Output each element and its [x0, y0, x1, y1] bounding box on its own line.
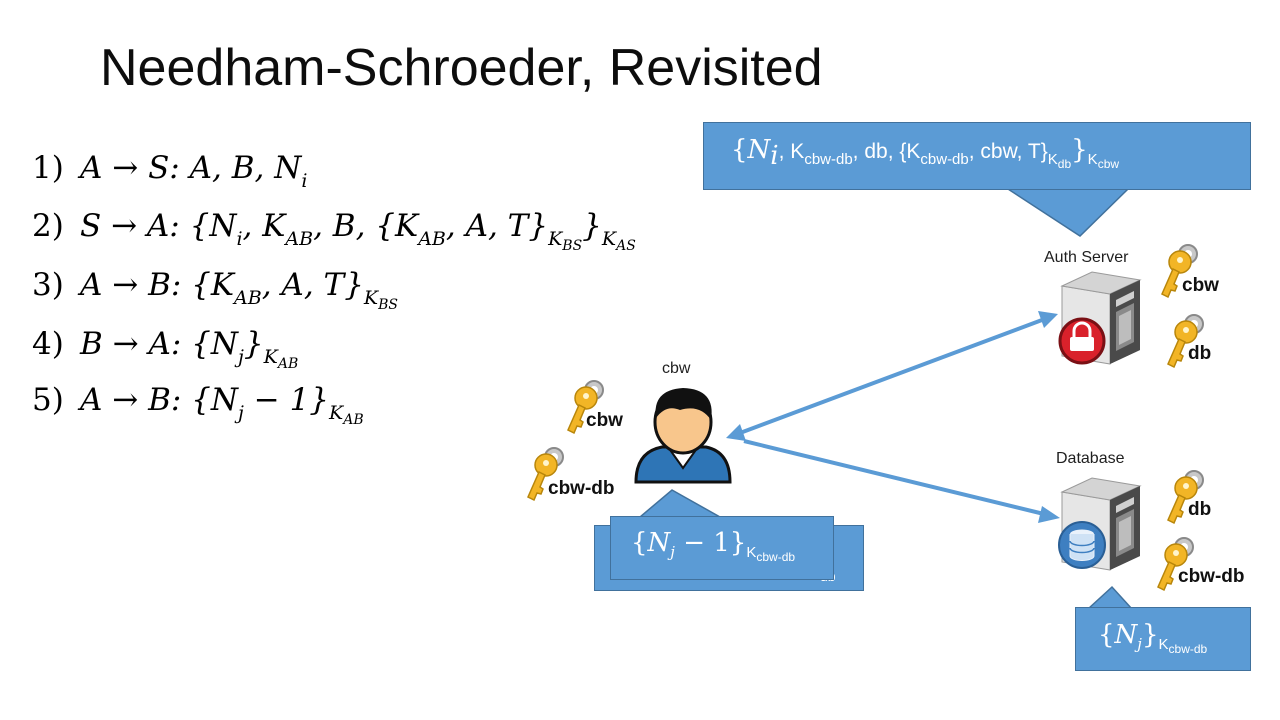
step-subscript: AB	[418, 228, 446, 250]
bubble-subscript: j	[1137, 635, 1142, 653]
bubble-subscript: K	[1047, 151, 1058, 168]
step-subscript: AS	[616, 238, 636, 254]
bubble-subscript: cbw	[1097, 157, 1120, 171]
auth-server-message-bubble: {Ni, Kcbw-db, db, {Kcbw-db, cbw, T}Kdb}K…	[703, 122, 1251, 190]
bubble-text: , db, {K	[852, 140, 921, 163]
lock-icon	[1058, 317, 1106, 365]
step-text: A → B: {N	[80, 382, 238, 418]
key-label-cbw: cbw	[1182, 275, 1219, 296]
step-subscript: BS	[562, 238, 583, 254]
step-text: B → A: {N	[80, 326, 238, 362]
step-subscript: K	[329, 402, 344, 424]
step-number: 5)	[32, 382, 64, 418]
step-subscript: K	[363, 287, 379, 309]
bubble-text: }	[1071, 135, 1088, 165]
step-text: , K	[242, 208, 286, 244]
bubble-subscript: i	[770, 141, 779, 171]
step-subscript: j	[238, 346, 244, 368]
key-label-db: db	[1188, 343, 1212, 364]
database-label: Database	[1056, 450, 1125, 467]
step-subscript: K	[601, 228, 617, 250]
bubble-text: N	[747, 135, 771, 165]
step-subscript: AB	[277, 356, 299, 372]
bubble-subscript: j	[670, 543, 675, 561]
user-avatar-icon	[634, 388, 732, 484]
step-text: , B, {K	[313, 208, 419, 244]
user-label: cbw	[662, 360, 691, 377]
step-text: , A, T}	[261, 267, 364, 303]
bubble-text: , K	[778, 140, 805, 163]
step-text: }	[243, 326, 264, 362]
step-text: S → A: {N	[80, 208, 237, 244]
step-subscript: BS	[378, 297, 399, 313]
bubble-text: − 1}	[674, 528, 747, 558]
step-subscript: K	[548, 228, 563, 250]
key-label-cbw-db: cbw-db	[548, 478, 615, 499]
step-subscript: j	[238, 402, 244, 424]
step-4: 4) B → A: {Nj}KAB	[32, 326, 298, 372]
database-message-bubble: {Nj}Kcbw-db	[1075, 607, 1251, 671]
bubble-text: , cbw, T}	[968, 140, 1048, 163]
step-5: 5) A → B: {Nj − 1}KAB	[32, 382, 364, 428]
bubble-text: }	[1141, 620, 1159, 650]
step-subscript: K	[263, 346, 278, 368]
step-subscript: AB	[234, 287, 262, 309]
step-text: A → S: A, B, N	[80, 150, 302, 186]
key-label-cbw: cbw	[586, 410, 623, 431]
bubble-text: N	[1114, 620, 1138, 650]
user-message-bubble: {Nj − 1}Kcbw-db	[610, 516, 834, 580]
step-subscript: AB	[285, 228, 314, 250]
bubble-subscript: cbw-db	[1168, 642, 1208, 656]
slide-title: Needham-Schroeder, Revisited	[100, 39, 823, 97]
bubble-subscript: cbw-db	[756, 550, 796, 564]
bubble-subscript: K	[1158, 636, 1169, 653]
step-text: , A, T}	[445, 208, 549, 244]
user-bubble-tail	[637, 489, 723, 518]
auth-server-label: Auth Server	[1044, 249, 1129, 266]
key-label-db: db	[1188, 499, 1212, 520]
step-number: 1)	[32, 150, 64, 186]
step-3: 3) A → B: {KAB, A, T}KBS	[32, 267, 398, 313]
step-number: 3)	[32, 267, 64, 303]
bubble-subscript: cbw-db	[804, 151, 853, 168]
arrow-to-database	[743, 439, 1060, 523]
step-number: 2)	[32, 208, 64, 244]
step-text: A → B: {K	[80, 267, 235, 303]
bubble-text: {	[1098, 620, 1115, 650]
bubble-text: N	[647, 528, 671, 558]
step-number: 4)	[32, 326, 64, 362]
bubble-text: {	[731, 135, 748, 165]
database-cylinder-icon	[1058, 521, 1106, 569]
arrow-to-auth-server	[726, 311, 1058, 441]
step-subscript: AB	[343, 412, 364, 428]
bubble-subscript: db	[1057, 157, 1072, 171]
step-1: 1) A → S: A, B, Ni	[32, 150, 307, 192]
step-text: }	[582, 208, 602, 244]
step-subscript: i	[301, 170, 308, 192]
bubble-subscript: K	[746, 544, 757, 561]
bubble-subscript: K	[1087, 151, 1098, 168]
step-subscript: i	[236, 228, 243, 250]
step-2: 2)S → A: {Ni, KAB, B, {KAB, A, T}KBS}KAS	[32, 208, 636, 254]
bubble-text: {	[631, 528, 648, 558]
key-label-cbw-db: cbw-db	[1178, 566, 1245, 587]
step-text: − 1}	[243, 382, 330, 418]
bubble-subscript: cbw-db	[920, 151, 969, 168]
